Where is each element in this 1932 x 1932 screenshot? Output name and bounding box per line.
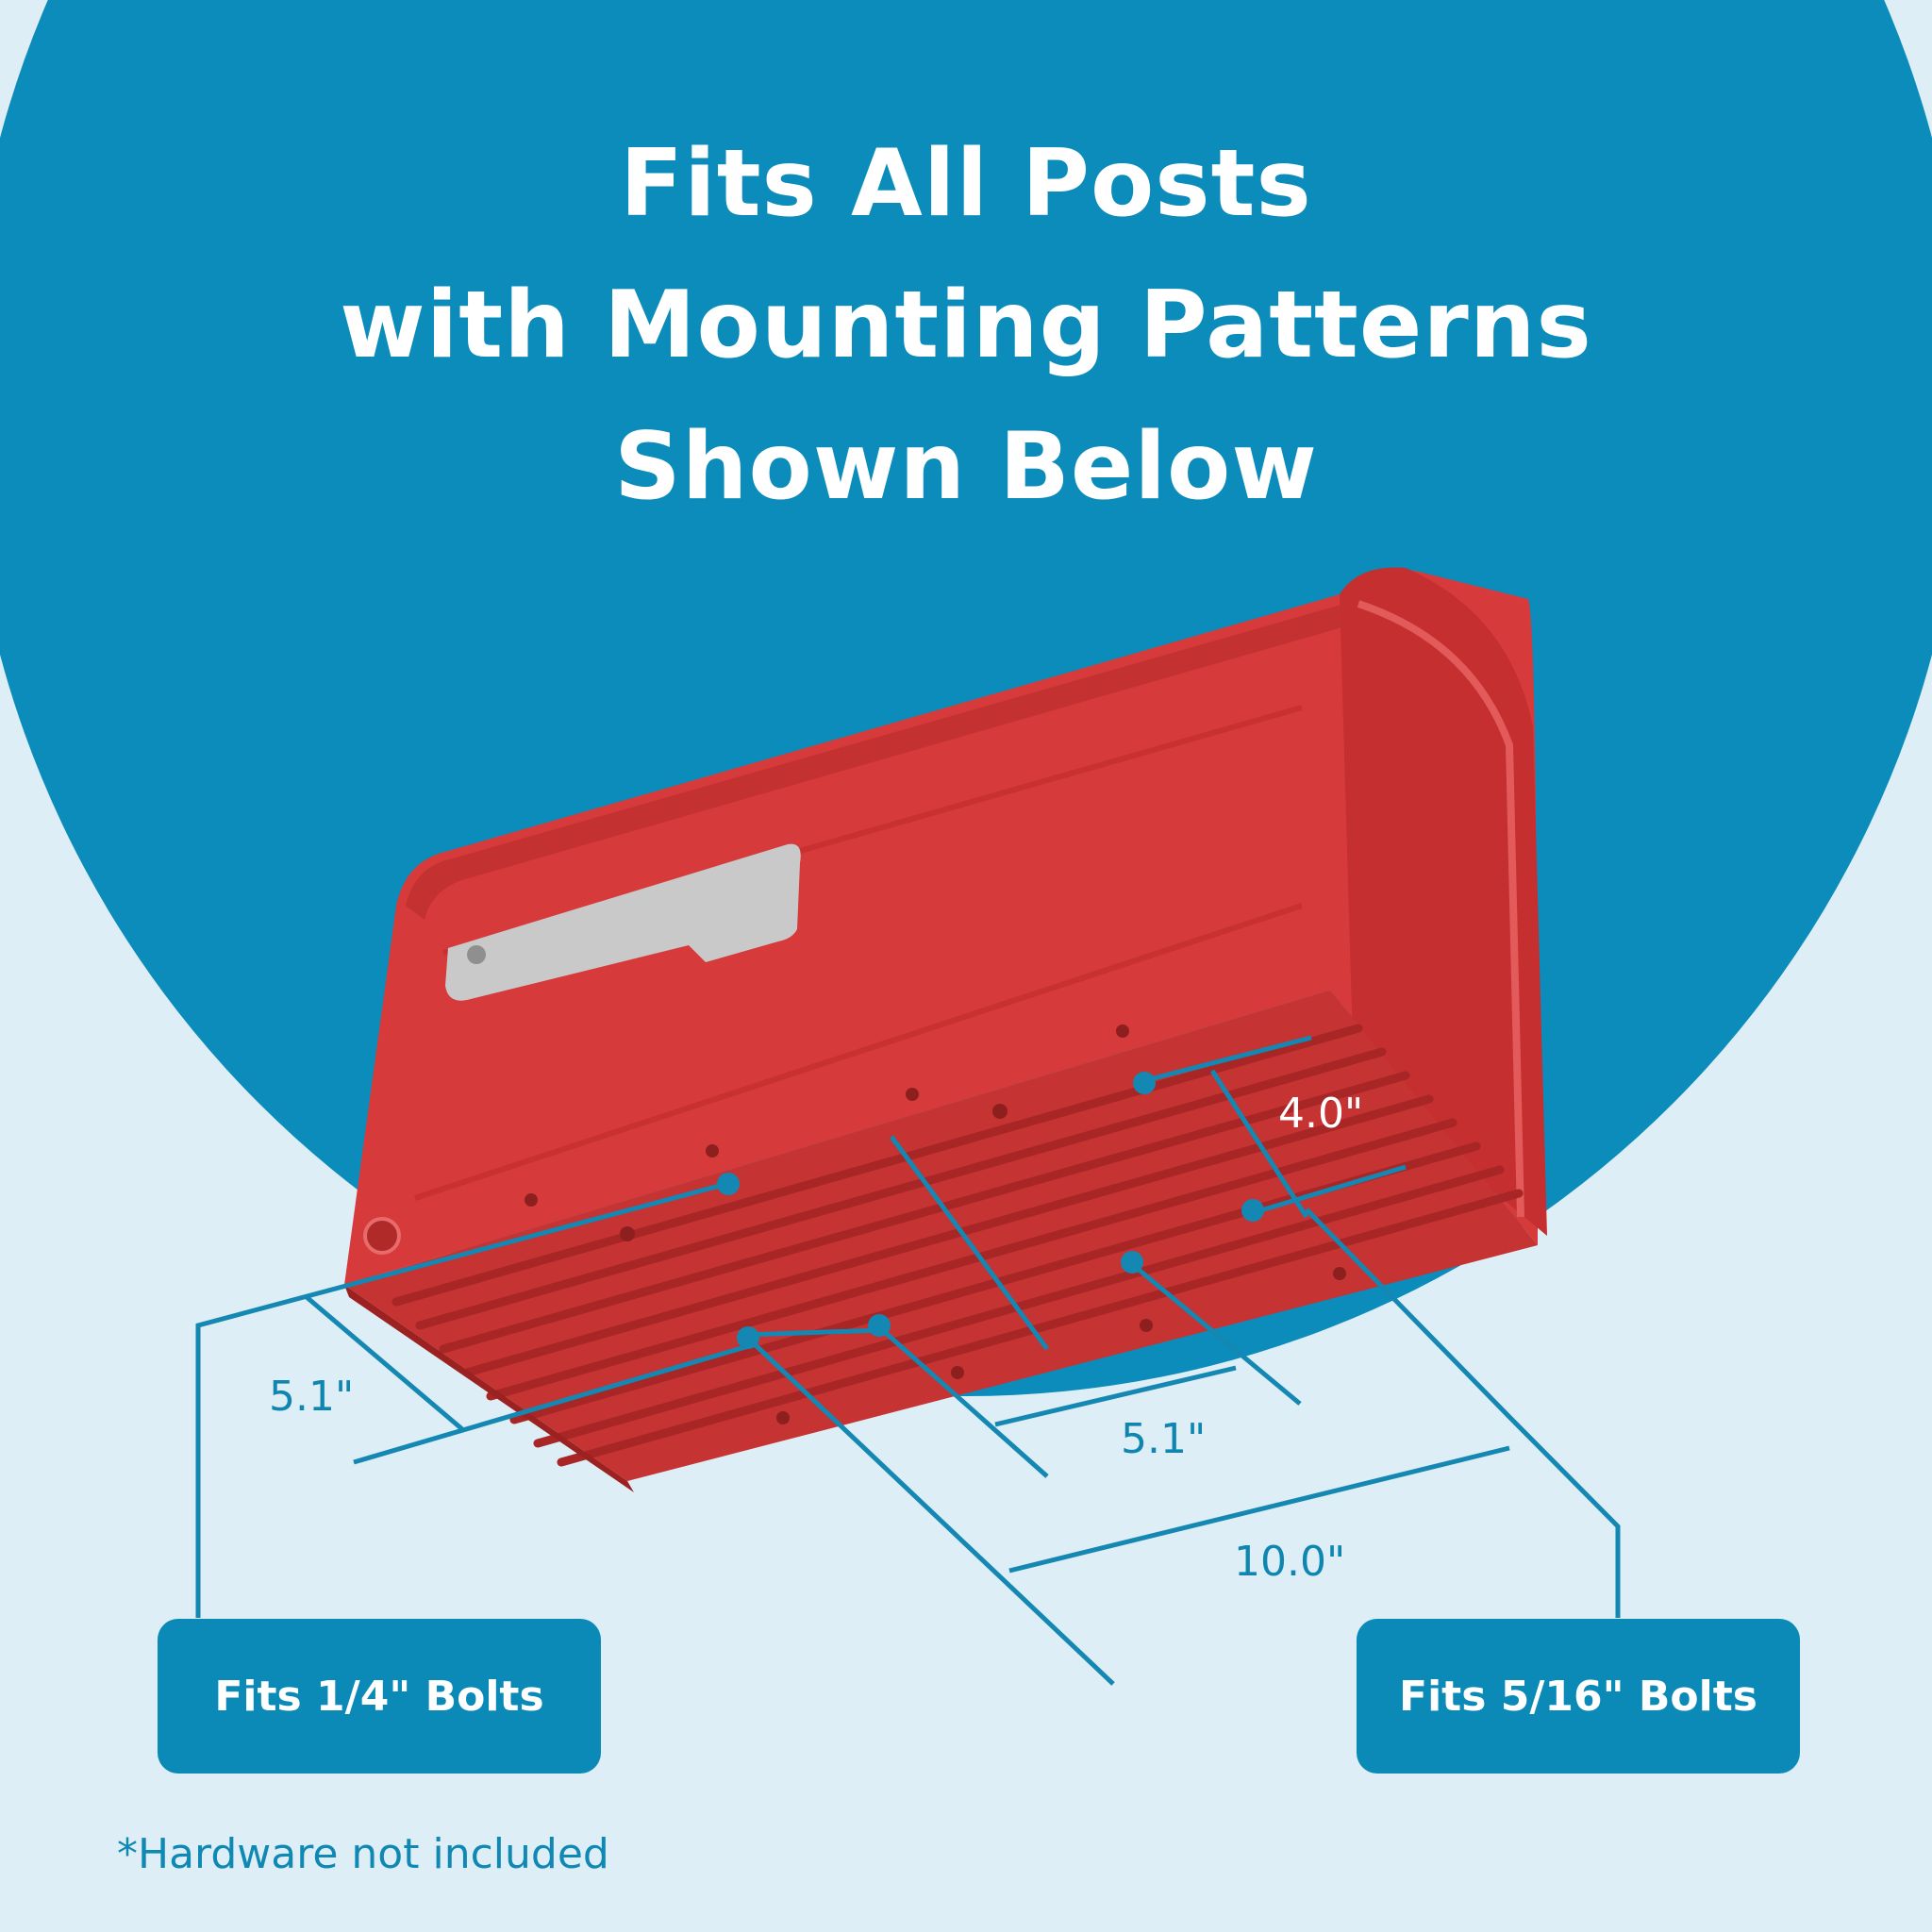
latch-knob-icon <box>363 1217 401 1255</box>
mailbox-side-shading <box>406 604 1358 920</box>
headline: Fits All Posts with Mounting Patterns Sh… <box>0 113 1932 538</box>
footnote: *Hardware not included <box>117 1830 609 1878</box>
dimension-left-width-label: 5.1" <box>269 1373 355 1421</box>
mailbox-door-rim <box>1357 600 1524 1218</box>
bolt-label-left: Fits 1/4" Bolts <box>158 1619 601 1774</box>
flag-pivot-icon <box>467 945 486 964</box>
headline-line-2: with Mounting Patterns <box>340 272 1592 379</box>
bolt-label-left-text: Fits 1/4" Bolts <box>214 1672 544 1721</box>
mailbox-bottom-edge <box>344 1285 634 1492</box>
dimension-lines <box>195 1035 1621 1686</box>
headline-line-1: Fits All Posts <box>620 130 1312 238</box>
dimension-long-span-label: 10.0" <box>1234 1538 1346 1586</box>
headline-line-3: Shown Below <box>614 413 1318 521</box>
dimension-center-width-label: 5.1" <box>1121 1415 1207 1463</box>
dimension-points <box>717 1072 1264 1349</box>
dimension-depth-label: 4.0" <box>1278 1090 1364 1138</box>
rivets <box>525 1024 1346 1424</box>
flag-icon <box>445 843 801 1001</box>
bolt-label-right: Fits 5/16" Bolts <box>1357 1619 1800 1774</box>
mailbox-emboss-line <box>414 903 1303 1201</box>
mailbox-side-panel <box>344 570 1538 1285</box>
bolt-label-right-text: Fits 5/16" Bolts <box>1399 1672 1757 1721</box>
